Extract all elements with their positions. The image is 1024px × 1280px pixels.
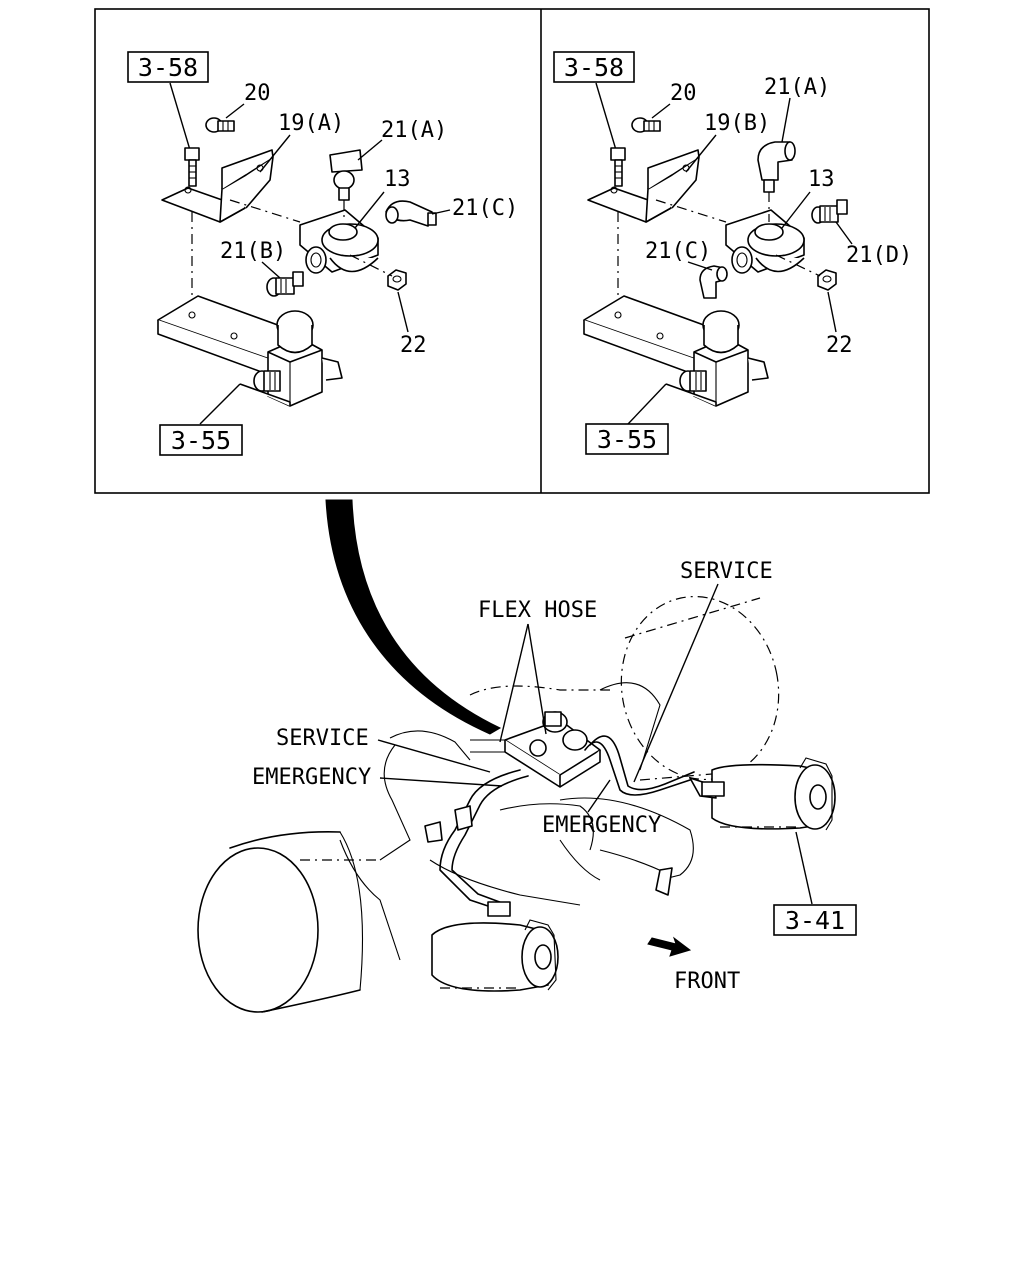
- nut-22-right: [817, 269, 837, 291]
- callout-21b-left: 21(B): [220, 239, 286, 264]
- callout-21a-left: 21(A): [381, 118, 447, 143]
- right-brake-chamber: [711, 757, 836, 831]
- label-front: FRONT: [674, 969, 740, 994]
- svg-text:3-58: 3-58: [138, 53, 198, 82]
- fitting-21a-left: [329, 149, 363, 201]
- callout-19b: 19(B): [704, 111, 770, 136]
- relay-valve-13-left: [299, 209, 379, 274]
- ref-box-3-58-right[interactable]: 3-58: [553, 51, 635, 83]
- elbow-21c-right: [699, 265, 728, 299]
- callout-21a-right: 21(A): [764, 75, 830, 100]
- left-wheel-drum: [197, 831, 380, 1013]
- svg-text:3-55: 3-55: [597, 425, 657, 454]
- relay-valve-13-right: [725, 209, 805, 274]
- front-arrow-icon: [647, 936, 692, 957]
- callout-13-left: 13: [384, 167, 411, 192]
- relay-valve-cluster: [470, 711, 601, 788]
- mount-bracket-a: [161, 149, 274, 223]
- ref-box-3-58-left[interactable]: 3-58: [127, 51, 209, 83]
- bolt-part: [184, 147, 200, 187]
- label-emergency-left: EMERGENCY: [252, 765, 371, 790]
- nut-22-left: [387, 269, 407, 291]
- fitting-21a-right: [757, 141, 796, 193]
- label-service-left: SERVICE: [276, 726, 369, 751]
- callout-22-left: 22: [400, 333, 427, 358]
- label-flex-hose: FLEX HOSE: [478, 598, 597, 623]
- callout-22-right: 22: [826, 333, 853, 358]
- label-service-top: SERVICE: [680, 559, 773, 584]
- axle-assembly: [197, 595, 836, 1013]
- detail-panel-right: 3-58 20 19(B): [553, 51, 912, 455]
- elbow-21c-left: [385, 200, 437, 227]
- fitting-21b-left: [266, 271, 304, 297]
- ref-box-3-55-left[interactable]: 3-55: [159, 424, 243, 456]
- callout-21c-right: 21(C): [645, 239, 711, 264]
- svg-text:3-41: 3-41: [785, 906, 845, 935]
- mount-bracket-b: [587, 149, 700, 223]
- svg-text:3-58: 3-58: [564, 53, 624, 82]
- ref-box-3-55-right[interactable]: 3-55: [585, 423, 669, 455]
- detail-pointer-curve: [325, 499, 502, 735]
- left-brake-chamber: [431, 919, 559, 992]
- flange-bolt-part: [205, 117, 235, 133]
- detail-panel-left: 3-58 20 19(A): [127, 51, 518, 456]
- base-plate-solenoid-left: [157, 295, 343, 407]
- callout-20-left: 20: [244, 81, 271, 106]
- callout-21d: 21(D): [846, 243, 912, 268]
- detail-frame: [94, 8, 930, 494]
- air-hoses: [424, 735, 725, 917]
- bolt-part-right: [610, 147, 626, 187]
- label-emergency-right: EMERGENCY: [542, 813, 661, 838]
- fitting-21d-right: [811, 199, 848, 224]
- svg-text:3-55: 3-55: [171, 426, 231, 455]
- callout-20-right: 20: [670, 81, 697, 106]
- callout-19a: 19(A): [278, 111, 344, 136]
- callout-21c-left: 21(C): [452, 196, 518, 221]
- ref-box-3-41[interactable]: 3-41: [773, 904, 857, 936]
- right-wheel-drum: [620, 595, 780, 781]
- base-plate-solenoid-right: [583, 295, 769, 407]
- flange-bolt-part-right: [631, 117, 661, 133]
- callout-13-right: 13: [808, 167, 835, 192]
